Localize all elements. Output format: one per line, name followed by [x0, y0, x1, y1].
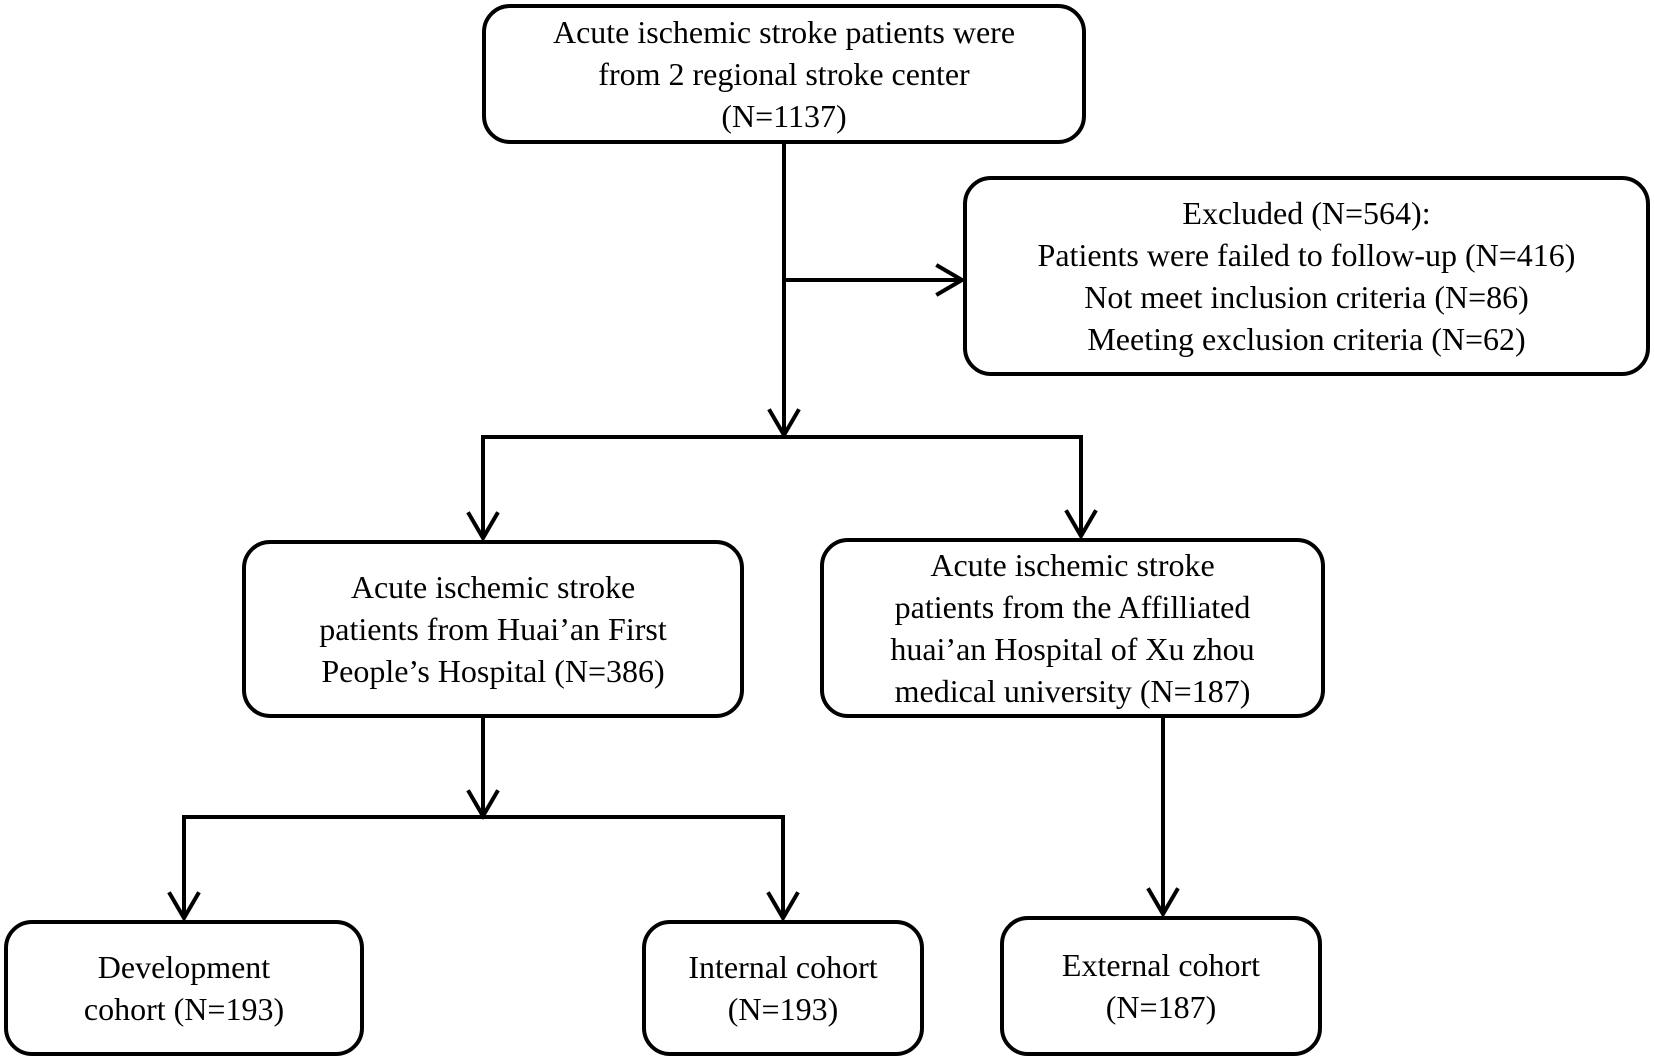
external-cohort-box: External cohort (N=187) — [1000, 916, 1322, 1056]
source-line-3: (N=1137) — [721, 98, 847, 134]
arrowhead-affiliated — [1064, 509, 1098, 540]
excluded-line-4: Meeting exclusion criteria (N=62) — [1087, 321, 1526, 357]
development-cohort-box: Development cohort (N=193) — [4, 920, 364, 1056]
external-line-2: (N=187) — [1105, 989, 1217, 1025]
huaian-line-1: Acute ischemic stroke — [350, 569, 636, 605]
affiliated-line-3: huai’an Hospital of Xu zhou — [890, 631, 1255, 667]
source-line-1: Acute ischemic stroke patients were — [552, 14, 1016, 50]
affiliated-line-1: Acute ischemic stroke — [930, 547, 1215, 583]
excluded-line-1: Excluded (N=564): — [1182, 195, 1431, 231]
affiliated-line-4: medical university (N=187) — [894, 673, 1251, 709]
excluded-line-3: Not meet inclusion criteria (N=86) — [1084, 279, 1529, 315]
huaian-line-3: People’s Hospital (N=386) — [321, 653, 665, 689]
development-line-2: cohort (N=193) — [83, 991, 285, 1027]
arrowhead-external — [1146, 887, 1180, 918]
arrowhead-excluded — [935, 263, 966, 297]
development-line-1: Development — [97, 949, 271, 985]
source-population-box: Acute ischemic stroke patients were from… — [482, 4, 1086, 144]
internal-line-2: (N=193) — [727, 991, 839, 1027]
internal-line-1: Internal cohort — [688, 949, 878, 985]
internal-cohort-box: Internal cohort (N=193) — [642, 920, 924, 1056]
huaian-line-2: patients from Huai’an First — [319, 611, 667, 647]
external-line-1: External cohort — [1061, 947, 1261, 983]
source-line-2: from 2 regional stroke center — [598, 56, 970, 92]
arrowhead-huaian — [466, 511, 500, 542]
excluded-box: Excluded (N=564): Patients were failed t… — [963, 176, 1650, 376]
affiliated-line-2: patients from the Affilliated — [894, 589, 1251, 625]
arrowhead-internal — [766, 891, 800, 922]
excluded-line-2: Patients were failed to follow-up (N=416… — [1037, 237, 1576, 273]
arrowhead-development — [167, 891, 201, 922]
affiliated-hospital-box: Acute ischemic stroke patients from the … — [820, 538, 1325, 718]
huaian-hospital-box: Acute ischemic stroke patients from Huai… — [242, 540, 744, 718]
